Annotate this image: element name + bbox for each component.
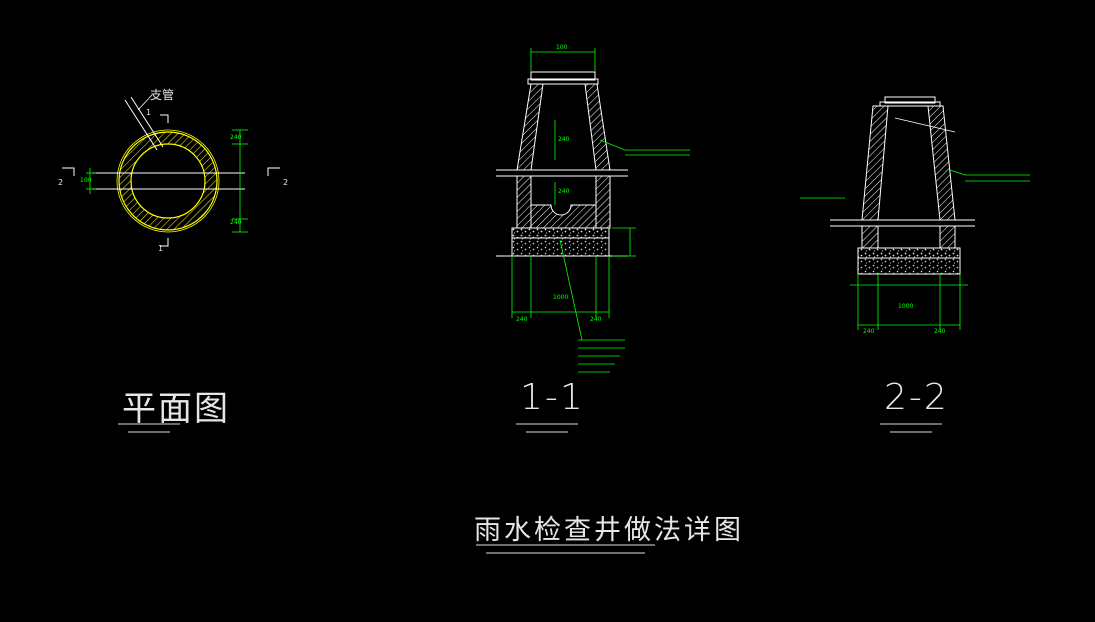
section-2-dim-right: 240 — [934, 328, 946, 335]
section-1-left-wall — [516, 83, 544, 171]
plan-dim-a: 240 — [230, 134, 242, 141]
section-1-dim-left: 240 — [516, 316, 528, 323]
plan-view-title: 平面图 — [122, 389, 230, 429]
section-1-dim-upper: 240 — [558, 136, 570, 143]
plan-section-mark-1b: 1 — [158, 244, 164, 253]
drawing-title: 雨水检查井做法详图 — [474, 515, 744, 546]
plan-section-mark-2a: 2 — [58, 178, 64, 187]
section-2-title: 2-2 — [884, 377, 949, 418]
section-1-dim-right: 240 — [590, 316, 602, 323]
section-2-right-wall — [927, 105, 956, 221]
plan-view — [62, 94, 280, 247]
plan-dim-b: 240 — [230, 219, 242, 226]
section-1-dim-lower: 240 — [558, 188, 570, 195]
section-1-dim-width: 1000 — [553, 294, 569, 301]
section-1-title: 1-1 — [520, 377, 585, 418]
plan-dim-c: 100 — [80, 177, 92, 184]
section-1-view — [496, 48, 690, 373]
section-1-right-wall — [584, 83, 611, 171]
section-1-dim-top: 100 — [556, 44, 568, 51]
plan-section-mark-1a: 1 — [146, 108, 152, 117]
section-2-dim-left: 240 — [863, 328, 875, 335]
plan-branch-label: 支管 — [150, 88, 175, 102]
plan-section-mark-2b: 2 — [283, 178, 289, 187]
section-2-left-wall — [861, 105, 889, 221]
section-2-dim-width: 1000 — [898, 303, 914, 310]
plan-inner-ring — [130, 143, 206, 219]
section-2-view — [800, 96, 1030, 330]
